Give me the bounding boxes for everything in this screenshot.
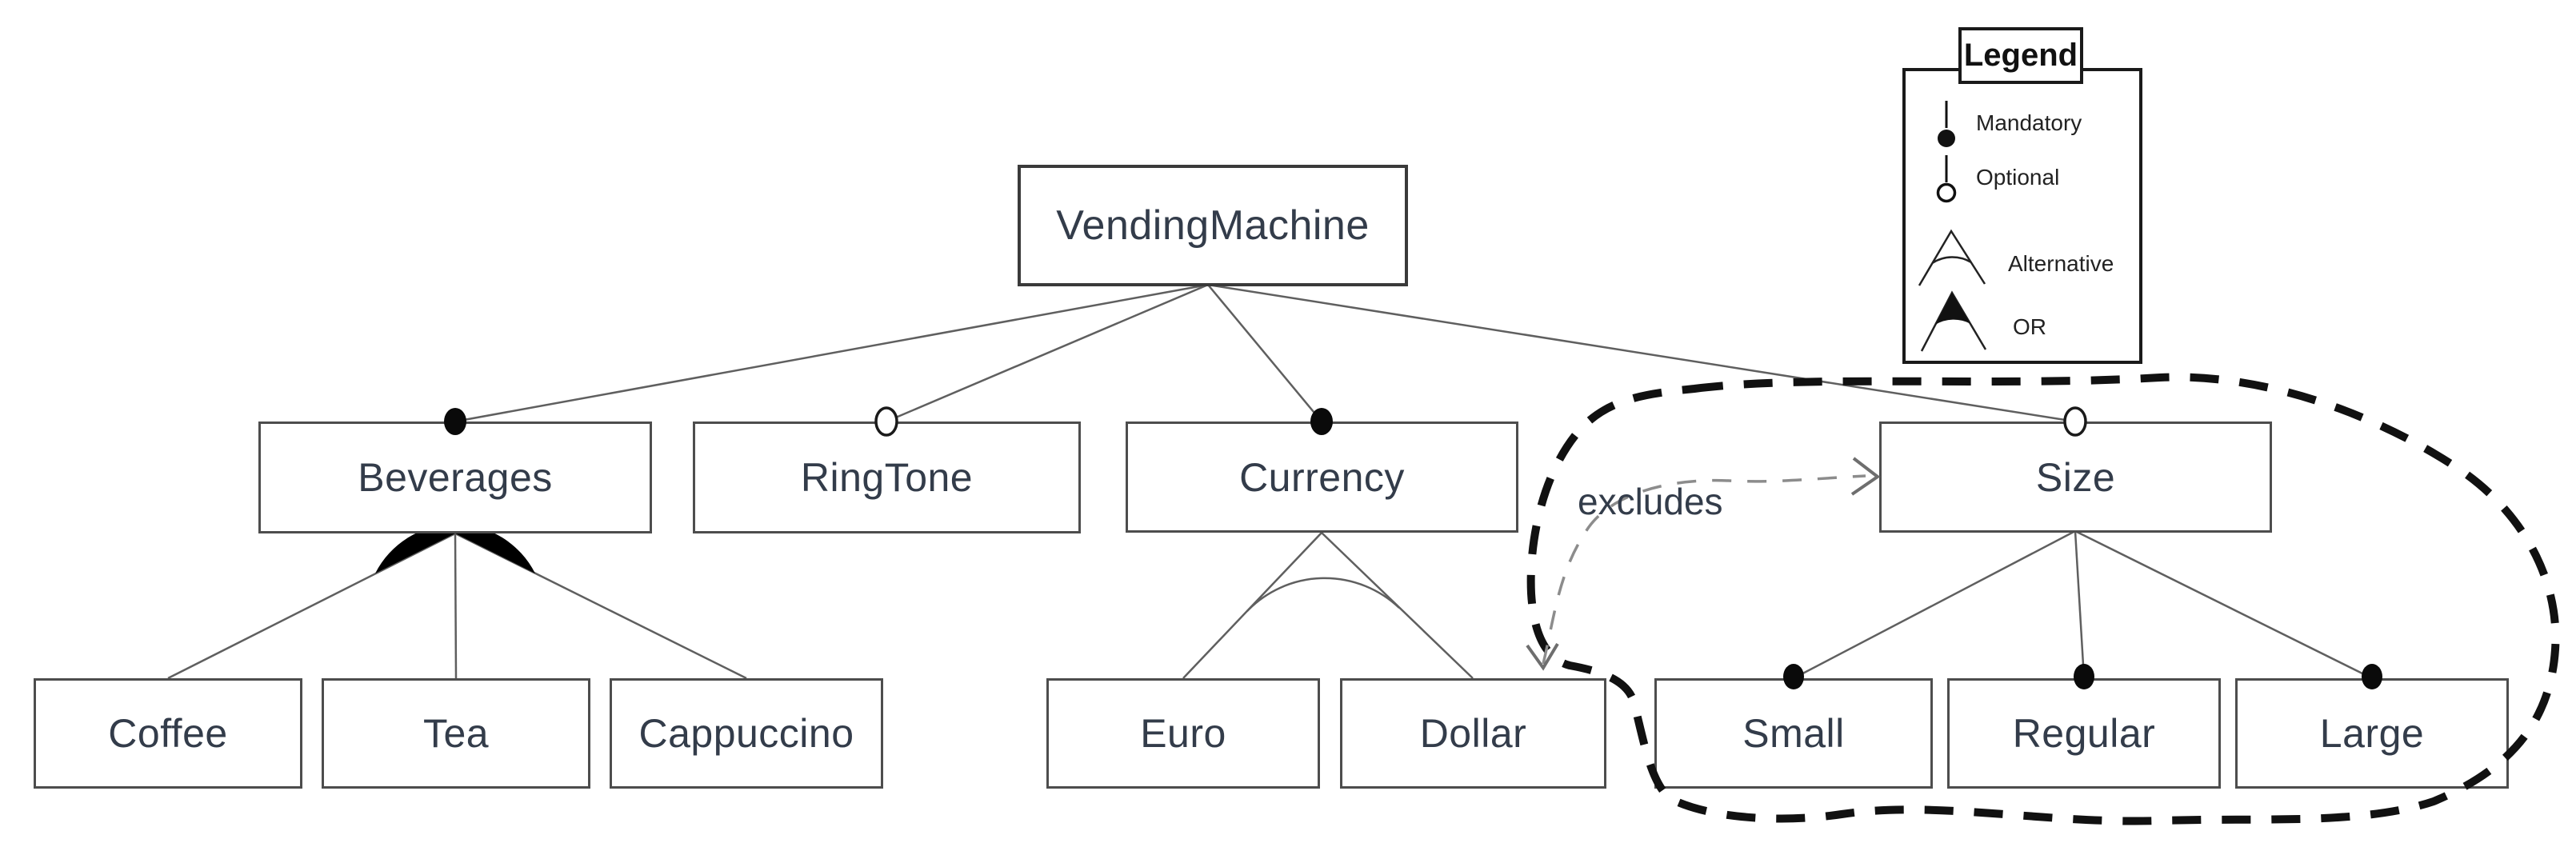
feature-node-small: Small	[1654, 678, 1933, 789]
excludes-arrowhead-dollar	[1526, 642, 1559, 671]
or-icon	[1920, 290, 1987, 352]
edge-size-small	[1793, 529, 2076, 680]
feature-node-dollar: Dollar	[1340, 678, 1606, 789]
mandatory-dot-large	[2362, 664, 2382, 689]
edge-beverages-coffee	[167, 532, 456, 680]
feature-node-tea: Tea	[322, 678, 590, 789]
edge-root-ringtone	[886, 283, 1209, 423]
optional-dot-size	[2063, 406, 2087, 437]
feature-node-cappuccino: Cappuccino	[610, 678, 883, 789]
mandatory-icon	[1938, 101, 1955, 147]
legend-item-or: OR	[2013, 314, 2046, 339]
feature-node-beverages: Beverages	[258, 422, 652, 533]
feature-node-size: Size	[1879, 422, 2272, 533]
feature-node-euro: Euro	[1046, 678, 1320, 789]
edge-beverages-tea	[454, 533, 458, 679]
edge-root-size	[1207, 283, 2076, 423]
edge-size-regular	[2074, 530, 2086, 679]
edge-root-currency	[1207, 284, 1322, 422]
alternative-group-arc	[1246, 577, 1400, 612]
alternative-icon	[1918, 229, 1986, 286]
optional-icon	[1936, 155, 1957, 203]
constraint-blob-outline	[1526, 373, 2560, 825]
optional-dot-ringtone	[874, 406, 898, 437]
edge-root-beverages	[454, 283, 1209, 423]
feature-node-regular: Regular	[1947, 678, 2221, 789]
legend-item-optional: Optional	[1976, 165, 2060, 190]
legend-item-alternative: Alternative	[2008, 251, 2114, 276]
or-group-wedge	[375, 524, 535, 573]
mandatory-dot-currency	[1310, 408, 1333, 435]
excludes-arrow	[1542, 474, 1866, 665]
excludes-arrowhead-size	[1850, 457, 1881, 496]
legend-title: Legend	[1958, 27, 2083, 84]
legend-item-mandatory: Mandatory	[1976, 110, 2082, 135]
mandatory-dot-regular	[2074, 664, 2094, 689]
feature-node-vendingmachine: VendingMachine	[1018, 165, 1408, 286]
feature-node-ringtone: RingTone	[693, 422, 1081, 533]
edge-size-large	[2074, 529, 2373, 680]
mandatory-dot-beverages	[444, 408, 466, 435]
excludes-label: excludes	[1578, 481, 1723, 522]
feature-node-large: Large	[2235, 678, 2509, 789]
feature-node-coffee: Coffee	[34, 678, 302, 789]
mandatory-dot-small	[1783, 664, 1804, 689]
